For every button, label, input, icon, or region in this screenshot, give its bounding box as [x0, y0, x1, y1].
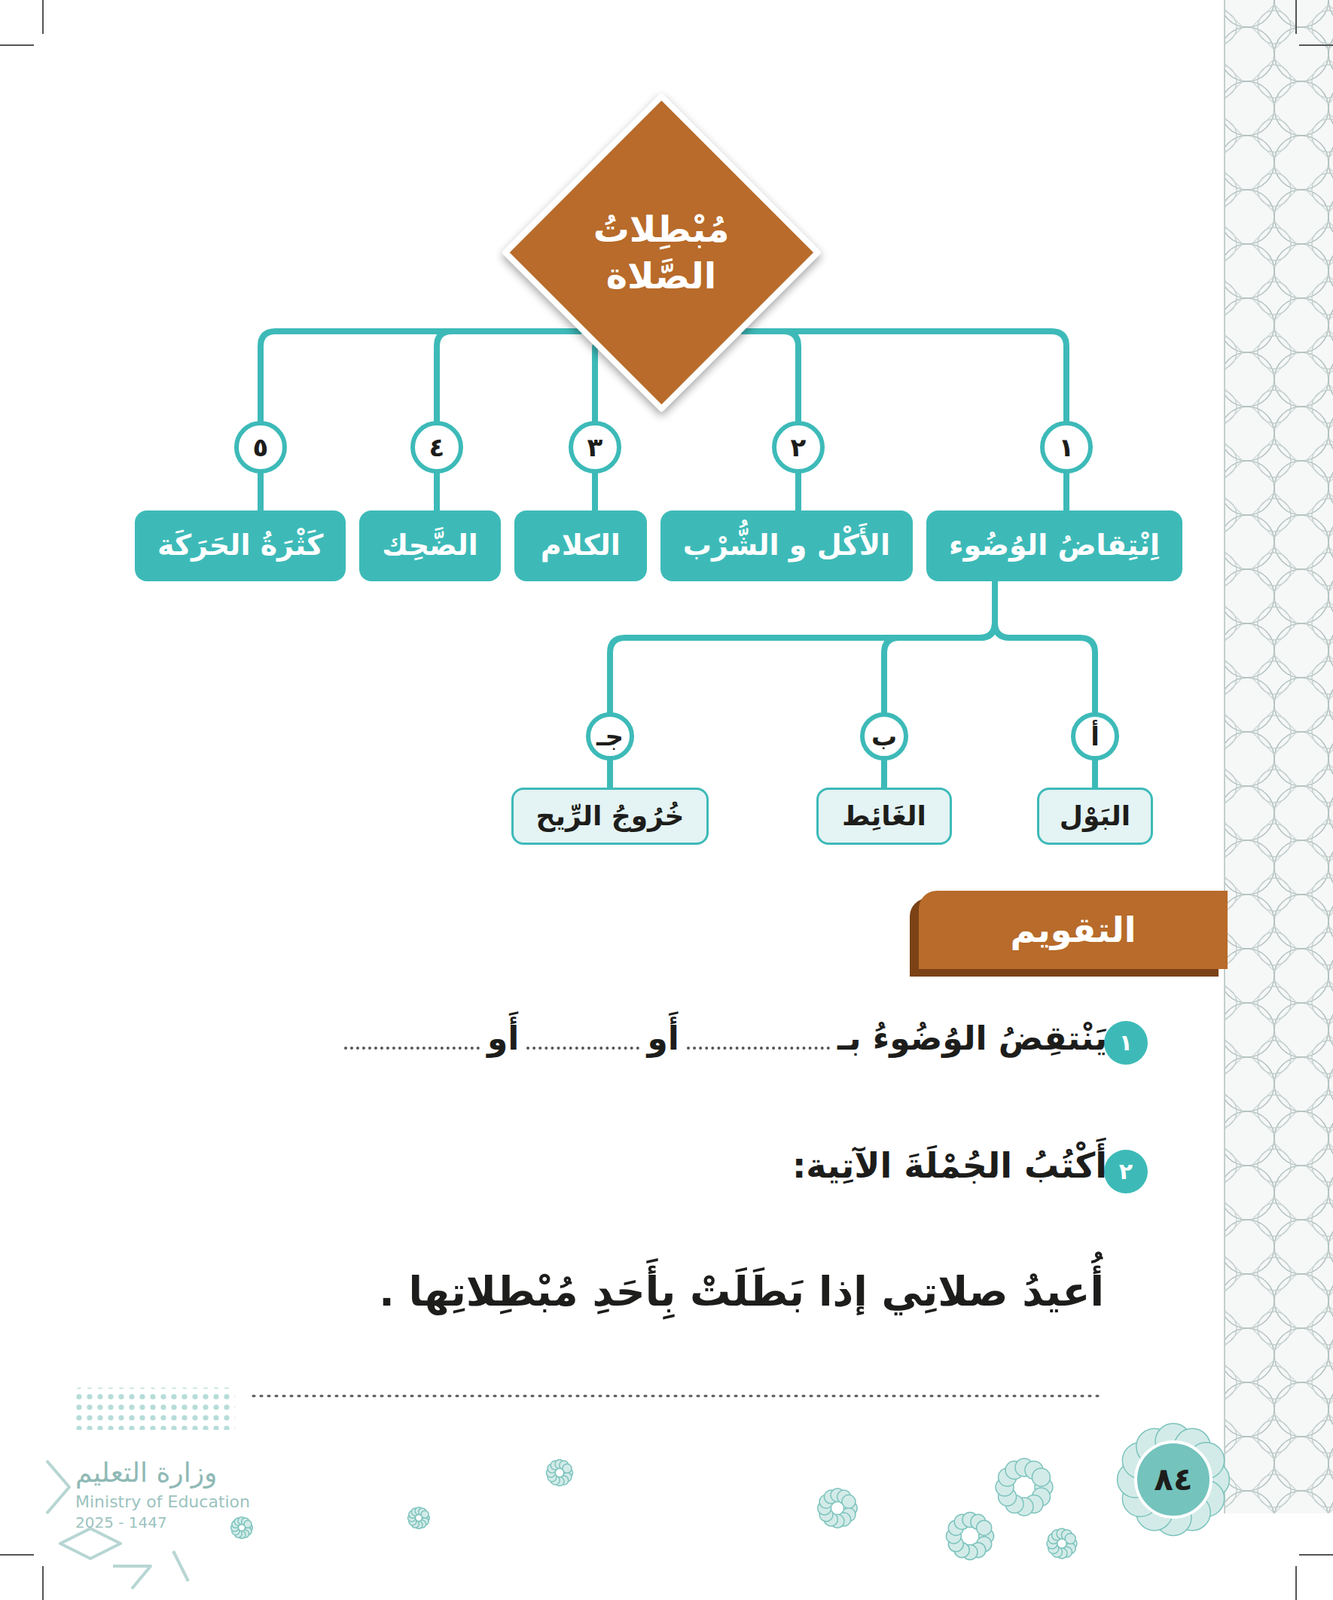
question-number: ٢: [1104, 1149, 1148, 1194]
node-text: ٣: [587, 434, 604, 461]
node-text: الكلام: [540, 528, 621, 564]
node-text: ١: [1119, 1031, 1133, 1055]
answer-dotted-line: [253, 1395, 1101, 1398]
diamond-outline: [505, 96, 818, 409]
ministry-logo-text: Ministry of Education: [75, 1492, 251, 1512]
node-text: جـ: [596, 723, 624, 750]
rosette-petal: [976, 1520, 992, 1536]
node-text: التقويم: [1009, 909, 1136, 951]
node-text: البَوْل: [1059, 799, 1131, 833]
question-text: أَو: [487, 1016, 519, 1060]
node-text: ٢: [790, 434, 807, 461]
rosette-petal: [1031, 1468, 1050, 1487]
question-row: يَنْتقِضُ الوُضُوءُ بـ أَو أَو: [336, 1016, 1108, 1060]
category-box: الكلام: [514, 510, 647, 582]
diamond-shape: [500, 91, 823, 414]
connector: [591, 346, 598, 421]
title-text: مُبْطِلاتُ الصَّلاة: [567, 205, 756, 300]
node-text: أ: [1090, 723, 1100, 750]
section-band: التقويم: [918, 890, 1228, 970]
connector: [610, 581, 995, 713]
rosette-petal: [1064, 1534, 1076, 1545]
connector: [436, 331, 580, 421]
node-text: ٨٤: [1153, 1464, 1193, 1496]
answer-blank: [344, 1045, 480, 1050]
connector: [1063, 473, 1070, 511]
connector: [742, 331, 1067, 421]
connector: [257, 473, 264, 511]
category-box: اِنْتِقاضُ الوُضُوء: [926, 510, 1183, 582]
title-diamond: مُبْطِلاتُ الصَّلاة: [500, 91, 823, 414]
callout-number: ١: [1040, 420, 1093, 474]
sub-item-box: الغَائِط: [816, 787, 952, 845]
category-box: الضَّحِك: [359, 510, 501, 582]
pattern-column: [1224, 0, 1333, 1514]
question-text: أَكْتُبُ الجُمْلَةَ الآتِية:: [792, 1145, 1108, 1187]
node-text: الغَائِط: [841, 799, 927, 833]
callout-letter: أ: [1070, 712, 1120, 761]
connector: [433, 473, 440, 511]
rosette-ornaments: [231, 1424, 1230, 1561]
question-number: ١: [1104, 1021, 1148, 1065]
connector: [260, 331, 580, 421]
callout-number: ٢: [771, 420, 825, 474]
ministry-logo-mark: [46, 1387, 235, 1590]
connector: [795, 473, 802, 511]
node-text: الضَّحِك: [381, 528, 479, 564]
rosette-petal: [244, 1520, 252, 1529]
question-text: يَنْتقِضُ الوُضُوءُ بـ: [837, 1016, 1108, 1060]
node-text: اِنْتِقاضُ الوُضُوء: [948, 528, 1160, 564]
sub-item-box: خُرُوجُ الرِّيح: [511, 787, 709, 845]
rosette-petal: [841, 1494, 856, 1509]
node-text: كَثْرَةُ الحَرَكَة: [157, 528, 324, 564]
question-text: أُعيدُ صلاتِي إذا بَطَلَتْ بِأَحَدِ مُبْ…: [378, 1268, 1105, 1316]
ministry-logo-text: 2025 - 1447: [75, 1513, 168, 1532]
connector: [591, 473, 598, 511]
rosette-petal: [420, 1510, 429, 1519]
callout-letter: ب: [860, 712, 909, 761]
answer-blank: [526, 1045, 640, 1050]
category-box: كَثْرَةُ الحَرَكَة: [134, 510, 346, 582]
callout-number: ٥: [234, 420, 287, 474]
page-number: ٨٤: [1134, 1440, 1213, 1520]
connector: [884, 581, 995, 713]
ministry-logo-text: وزارة التعليم: [75, 1457, 217, 1489]
category-box: الأَكْل و الشُّرْب: [660, 510, 913, 582]
connector: [1092, 760, 1099, 788]
node-text: الأَكْل و الشُّرْب: [683, 528, 891, 564]
connector: [994, 581, 1096, 713]
callout-number: ٣: [568, 420, 622, 474]
sub-item-box: البَوْل: [1037, 787, 1154, 845]
answer-blank: [686, 1045, 830, 1050]
connector: [881, 760, 888, 788]
callout-letter: جـ: [585, 712, 635, 761]
node-text: ٥: [253, 434, 269, 461]
rosette-petal: [562, 1464, 572, 1474]
callout-number: ٤: [410, 420, 464, 474]
connector: [607, 760, 614, 788]
node-text: ١: [1058, 434, 1075, 461]
node-text: ب: [871, 723, 897, 750]
node-text: خُرُوجُ الرِّيح: [536, 799, 685, 833]
node-text: ٤: [429, 434, 446, 461]
connector: [742, 331, 799, 421]
node-text: ٢: [1119, 1160, 1133, 1184]
question-text: أَو: [646, 1016, 679, 1060]
